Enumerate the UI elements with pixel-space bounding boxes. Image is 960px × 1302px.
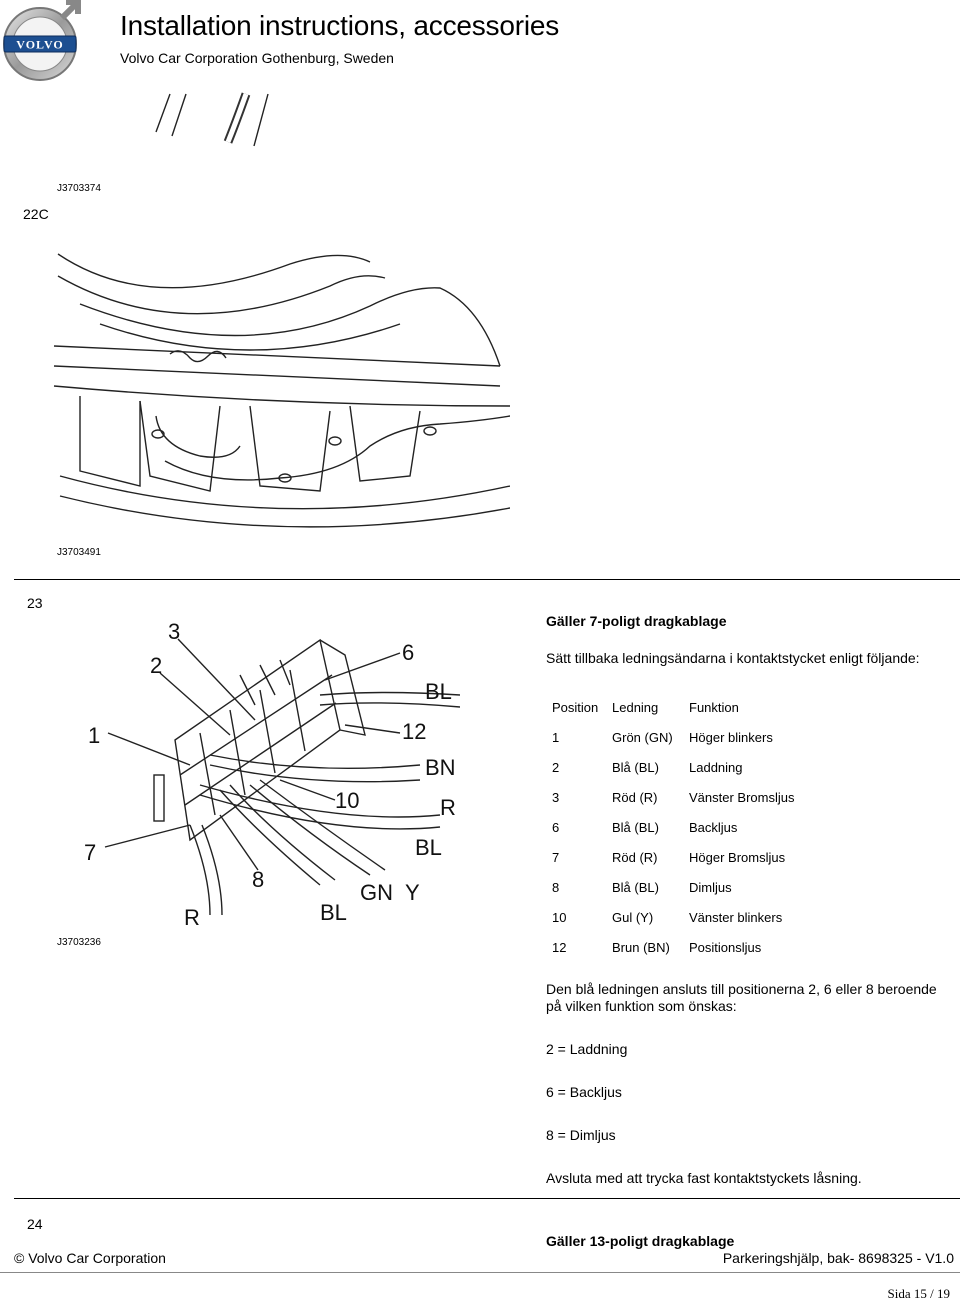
page-number: Sida 15 / 19 — [887, 1286, 950, 1301]
label-8: 8 — [252, 867, 264, 892]
footer-band — [0, 1249, 960, 1267]
logo-text: VOLVO — [16, 38, 63, 52]
footer-document-id: Parkeringshjälp, bak- 8698325 - V1.0 — [722, 1250, 954, 1266]
step-number: 23 — [27, 595, 43, 611]
cell-wire: Grön (GN) — [612, 729, 673, 745]
document-title: Installation instructions, accessories — [120, 10, 560, 41]
column-header: Ledning — [612, 699, 659, 715]
label-r: R — [440, 795, 456, 820]
cell-position: 12 — [552, 939, 567, 955]
table-row: 2 Blå (BL) Laddning — [546, 752, 800, 782]
table-row: 1 Grön (GN) Höger blinkers — [546, 722, 800, 752]
label-gn: GN — [360, 880, 393, 905]
label-r: R — [184, 905, 200, 930]
note-text: Den blå ledningen ansluts till positione… — [546, 981, 937, 1014]
cell-position: 6 — [552, 819, 560, 835]
table-row: 8 Blå (BL) Dimljus — [546, 872, 800, 902]
step-heading: Gäller 7-poligt dragkablage — [546, 613, 727, 629]
cell-function: Vänster Bromsljus — [689, 789, 795, 805]
cell-function: Höger Bromsljus — [689, 849, 786, 865]
cell-function: Backljus — [689, 819, 738, 835]
option-item: 8 = Dimljus — [546, 1127, 616, 1143]
closing-text: Avsluta med att trycka fast kontaktstyck… — [546, 1170, 862, 1186]
cell-wire: Röd (R) — [612, 849, 658, 865]
cell-wire: Röd (R) — [612, 789, 658, 805]
option-item: 6 = Backljus — [546, 1084, 622, 1100]
intro-text: Sätt tillbaka ledningsändarna i kontakts… — [546, 650, 920, 666]
cell-wire: Brun (BN) — [612, 939, 670, 955]
footer-divider — [0, 1272, 960, 1273]
label-12: 12 — [402, 719, 426, 744]
label-bl: BL — [320, 900, 347, 925]
section-divider — [14, 579, 960, 580]
cell-function: Laddning — [689, 759, 743, 775]
step-number: 22C — [23, 206, 49, 222]
figure-code: J3703374 — [57, 183, 101, 194]
cell-function: Positionsljus — [689, 939, 762, 955]
cell-wire: Blå (BL) — [612, 759, 659, 775]
connector-wiring-drawing: 3 2 6 1 12 BL BN 10 R BL 7 8 GN Y R BL — [84, 619, 460, 930]
label-7: 7 — [84, 840, 96, 865]
document-subtitle: Volvo Car Corporation Gothenburg, Sweden — [120, 50, 394, 66]
bumper-connector-drawing — [53, 253, 510, 528]
option-item: 2 = Laddning — [546, 1041, 628, 1057]
column-header: Funktion — [689, 699, 739, 715]
volvo-logo: VOLVO — [3, 0, 81, 81]
footer-copyright: © Volvo Car Corporation — [14, 1250, 166, 1266]
section-divider — [14, 1198, 960, 1199]
cell-position: 2 — [552, 759, 560, 775]
cell-wire: Blå (BL) — [612, 819, 659, 835]
cell-function: Dimljus — [689, 879, 732, 895]
cell-position: 8 — [552, 879, 560, 895]
drawing-22c-top — [155, 92, 269, 147]
label-6: 6 — [402, 640, 414, 665]
figure-code: J3703236 — [57, 937, 101, 948]
cell-position: 7 — [552, 849, 560, 865]
cell-position: 10 — [552, 909, 567, 925]
cell-wire: Gul (Y) — [612, 909, 654, 925]
label-bn: BN — [425, 755, 456, 780]
table-row: 6 Blå (BL) Backljus — [546, 812, 800, 842]
cell-function: Höger blinkers — [689, 729, 773, 745]
table-header-row: Position Ledning Funktion — [546, 692, 800, 722]
table-row: 10 Gul (Y) Vänster blinkers — [546, 902, 800, 932]
cell-function: Vänster blinkers — [689, 909, 783, 925]
position-table: Position Ledning Funktion 1 Grön (GN) Höge… — [546, 692, 800, 962]
table-row: 7 Röd (R) Höger Bromsljus — [546, 842, 800, 872]
label-10: 10 — [335, 788, 359, 813]
table-row: 3 Röd (R) Vänster Bromsljus — [546, 782, 800, 812]
figure-code: J3703491 — [57, 547, 101, 558]
label-1: 1 — [88, 723, 100, 748]
label-y: Y — [405, 880, 420, 905]
step-heading: Gäller 13-poligt dragkablage — [546, 1233, 735, 1249]
step-number: 24 — [27, 1216, 43, 1232]
cell-position: 1 — [552, 729, 560, 745]
label-3: 3 — [168, 619, 180, 644]
label-bl: BL — [415, 835, 442, 860]
table-row: 12 Brun (BN) Positionsljus — [546, 932, 800, 962]
cell-wire: Blå (BL) — [612, 879, 659, 895]
cell-position: 3 — [552, 789, 560, 805]
label-2: 2 — [150, 653, 162, 678]
column-header: Position — [552, 699, 599, 715]
label-bl: BL — [425, 679, 452, 704]
